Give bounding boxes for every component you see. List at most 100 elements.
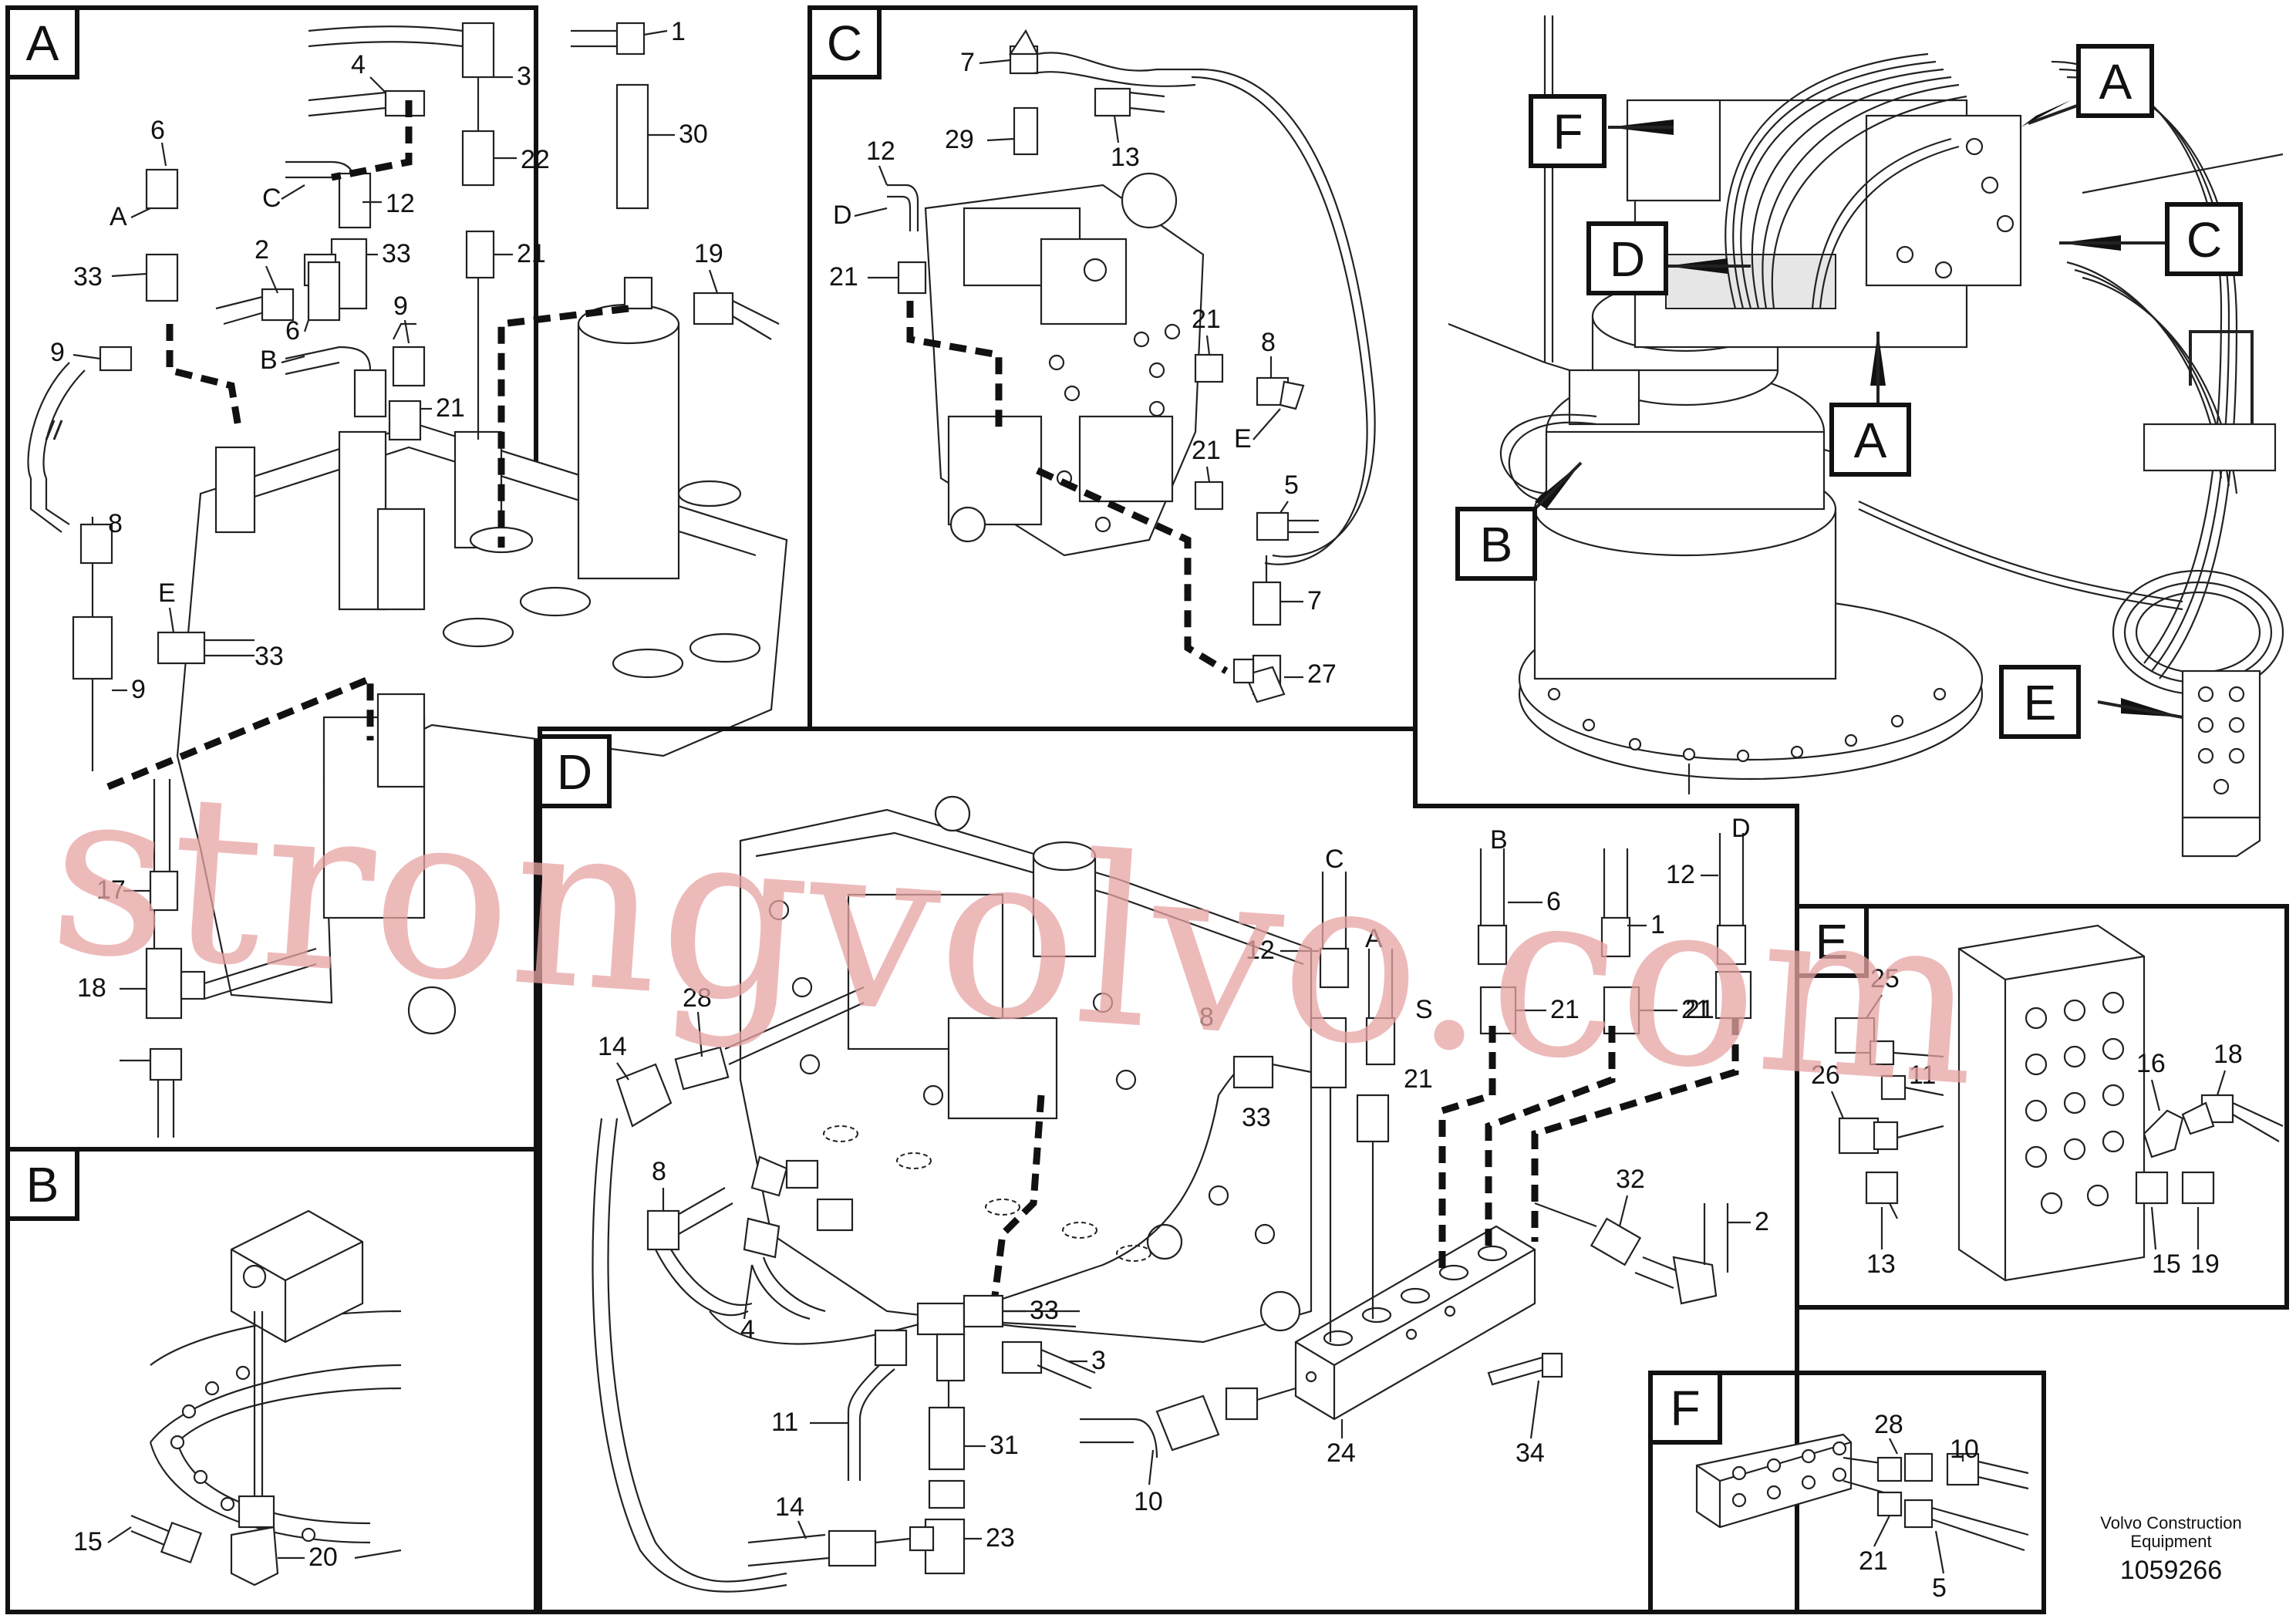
- overview-illustration: [1448, 15, 2284, 858]
- svg-text:28: 28: [1874, 1410, 1903, 1439]
- svg-text:2: 2: [1755, 1207, 1769, 1236]
- panel-e-ports: [2025, 991, 2125, 1215]
- svg-text:14: 14: [598, 1032, 627, 1061]
- svg-text:E: E: [2024, 675, 2057, 730]
- svg-text:A: A: [1365, 924, 1383, 953]
- svg-text:D: D: [833, 201, 852, 230]
- svg-text:18: 18: [2213, 1040, 2243, 1069]
- svg-text:D: D: [1731, 814, 1751, 843]
- svg-text:4: 4: [740, 1315, 755, 1344]
- svg-text:11: 11: [771, 1408, 798, 1437]
- svg-text:C: C: [1325, 845, 1344, 874]
- svg-text:1: 1: [1650, 910, 1665, 939]
- panel-c-letter: C: [827, 15, 862, 71]
- svg-text:12: 12: [1246, 936, 1275, 965]
- overview-callout-f: F: [1529, 94, 1607, 168]
- svg-text:19: 19: [2190, 1249, 2220, 1279]
- panel-a-letter: A: [26, 15, 59, 71]
- panel-a-labels: 1 4 3 30 6 22 A C 12 33 2 33 21: [50, 17, 723, 1062]
- svg-text:33: 33: [382, 239, 411, 268]
- panel-f-labels: 28 10 21 5: [1859, 1410, 1979, 1603]
- svg-text:E: E: [158, 578, 176, 608]
- svg-text:21: 21: [1404, 1064, 1433, 1094]
- svg-text:26: 26: [1811, 1061, 1840, 1090]
- svg-text:13: 13: [1866, 1249, 1896, 1279]
- footer-company-line1: Volvo Construction: [2100, 1513, 2241, 1533]
- panel-e-labels: 25 26 11 16 18 13 15 19: [1811, 964, 2243, 1279]
- panel-f-letter: F: [1670, 1381, 1700, 1436]
- drawing-footer: Volvo Construction Equipment 1059266: [2100, 1513, 2241, 1585]
- svg-text:33: 33: [1030, 1296, 1059, 1325]
- svg-text:A: A: [110, 202, 127, 231]
- svg-text:15: 15: [2152, 1249, 2181, 1279]
- overview-callout-e: E: [1999, 665, 2081, 739]
- panel-d-body-holes: [768, 899, 1276, 1245]
- svg-text:21: 21: [517, 239, 546, 268]
- svg-text:25: 25: [1870, 964, 1900, 993]
- drawing-number: 1059266: [2120, 1556, 2222, 1585]
- panel-c-body-holes: [1048, 323, 1181, 533]
- panel-f: F 28 10 21 5: [1648, 1371, 2046, 1614]
- svg-text:16: 16: [2136, 1049, 2166, 1078]
- svg-text:9: 9: [393, 292, 408, 321]
- svg-text:10: 10: [1950, 1435, 1979, 1464]
- svg-text:9: 9: [131, 675, 146, 704]
- svg-text:8: 8: [1261, 328, 1276, 357]
- svg-text:E: E: [1234, 424, 1252, 454]
- panel-b: B 15 20: [5, 1147, 538, 1614]
- svg-text:31: 31: [990, 1431, 1019, 1460]
- svg-text:9: 9: [50, 338, 65, 367]
- svg-text:8: 8: [652, 1157, 666, 1186]
- svg-text:8: 8: [1199, 1003, 1214, 1032]
- svg-text:33: 33: [1242, 1103, 1271, 1132]
- panel-e: E 25 26 11 16: [1795, 904, 2289, 1310]
- svg-text:5: 5: [1284, 470, 1299, 500]
- svg-text:12: 12: [866, 137, 895, 166]
- svg-text:B: B: [260, 346, 278, 375]
- svg-text:6: 6: [285, 316, 300, 346]
- svg-text:24: 24: [1327, 1438, 1356, 1468]
- svg-text:A: A: [2099, 54, 2132, 110]
- panel-d-letter: D: [557, 744, 592, 800]
- svg-text:34: 34: [1515, 1438, 1545, 1468]
- svg-text:B: B: [1480, 517, 1513, 572]
- svg-text:21: 21: [436, 393, 465, 423]
- svg-text:F: F: [1553, 104, 1583, 160]
- svg-text:13: 13: [1111, 143, 1140, 172]
- svg-text:4: 4: [351, 50, 366, 79]
- svg-text:S: S: [1415, 995, 1433, 1024]
- panel-a: A: [5, 5, 788, 1152]
- svg-text:23: 23: [986, 1523, 1015, 1553]
- overview-callout-d: D: [1586, 221, 1668, 295]
- panel-e-letter: E: [1816, 914, 1849, 969]
- svg-text:17: 17: [96, 875, 126, 905]
- svg-text:15: 15: [73, 1527, 103, 1556]
- svg-text:D: D: [1610, 231, 1645, 287]
- panel-b-letter: B: [26, 1157, 59, 1212]
- overview-callout-a-top: A: [2076, 44, 2154, 118]
- svg-text:7: 7: [960, 48, 975, 77]
- panel-b-labels: 15 20: [73, 1526, 338, 1572]
- svg-text:19: 19: [694, 239, 723, 268]
- svg-text:2: 2: [255, 235, 269, 265]
- svg-text:12: 12: [386, 189, 415, 218]
- svg-text:27: 27: [1307, 659, 1337, 689]
- panel-c: C: [807, 5, 1418, 731]
- svg-text:6: 6: [150, 116, 165, 145]
- svg-text:22: 22: [521, 145, 550, 174]
- svg-text:21: 21: [1685, 995, 1714, 1024]
- svg-text:C: C: [2186, 212, 2222, 268]
- panel-d: D: [538, 727, 1799, 1614]
- overview-callout-c: C: [2165, 202, 2243, 276]
- footer-company-line2: Equipment: [2130, 1532, 2211, 1551]
- svg-text:21: 21: [1681, 995, 1711, 1024]
- svg-text:32: 32: [1616, 1165, 1645, 1194]
- svg-text:14: 14: [775, 1492, 804, 1522]
- panel-c-labels: 7 29 13 12 D 21 21 8 E 21 5 7 27: [829, 48, 1337, 689]
- svg-text:21: 21: [1550, 995, 1580, 1024]
- svg-text:C: C: [262, 184, 282, 213]
- svg-text:10: 10: [1134, 1487, 1163, 1516]
- svg-text:11: 11: [1909, 1061, 1936, 1090]
- svg-text:B: B: [1490, 825, 1508, 855]
